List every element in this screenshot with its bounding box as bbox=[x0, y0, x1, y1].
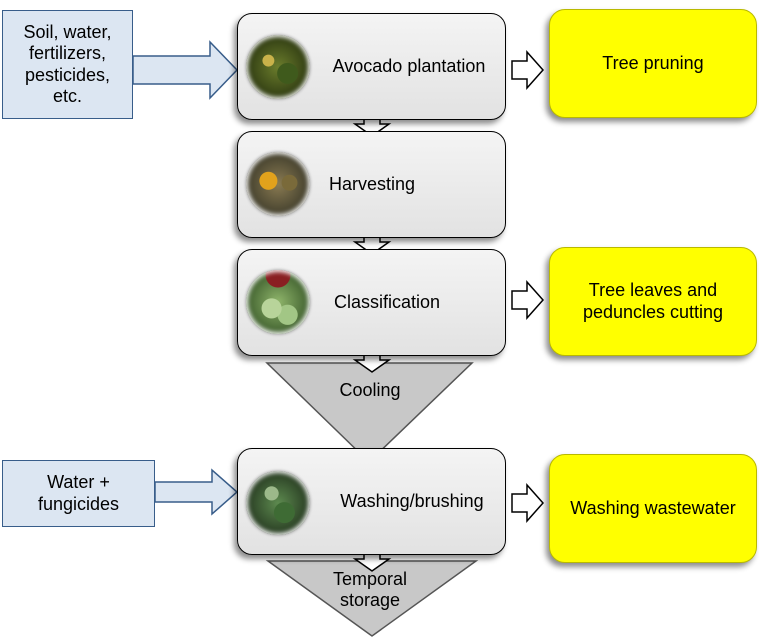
input-box-water bbox=[2, 460, 155, 527]
output-label-pruning: Tree pruning bbox=[602, 52, 704, 73]
input-arrow-top bbox=[132, 40, 239, 100]
step-label-classification: Classification bbox=[333, 291, 441, 312]
input-arrow-bottom bbox=[154, 468, 239, 516]
sorted-avocados-photo-icon bbox=[246, 270, 310, 334]
output-arrow-wastewater bbox=[511, 483, 545, 523]
output-box-wastewater bbox=[549, 454, 757, 563]
harvested-avocado-photo-icon bbox=[246, 152, 310, 216]
step-label-plantation: Avocado plantation bbox=[332, 55, 486, 76]
step-label-washing: Washing/brushing bbox=[340, 490, 484, 511]
washing-avocados-photo-icon bbox=[246, 471, 310, 535]
output-label-wastewater: Washing wastewater bbox=[570, 497, 736, 518]
input-box-soil bbox=[2, 10, 133, 119]
input-label-soil: Soil, water, fertilizers, pesticides, et… bbox=[23, 22, 112, 106]
step-label-storage: Temporal storage bbox=[332, 569, 408, 611]
input-label-water: Water + fungicides bbox=[37, 472, 120, 514]
avocado-tree-photo-icon bbox=[246, 35, 310, 99]
output-box-leaves bbox=[549, 247, 757, 356]
output-box-pruning bbox=[549, 9, 757, 118]
step-label-harvesting: Harvesting bbox=[328, 173, 416, 194]
step-label-cooling: Cooling bbox=[339, 380, 401, 401]
output-arrow-leaves bbox=[511, 280, 545, 320]
output-label-leaves: Tree leaves and peduncles cutting bbox=[582, 280, 724, 322]
output-arrow-pruning bbox=[511, 50, 545, 90]
